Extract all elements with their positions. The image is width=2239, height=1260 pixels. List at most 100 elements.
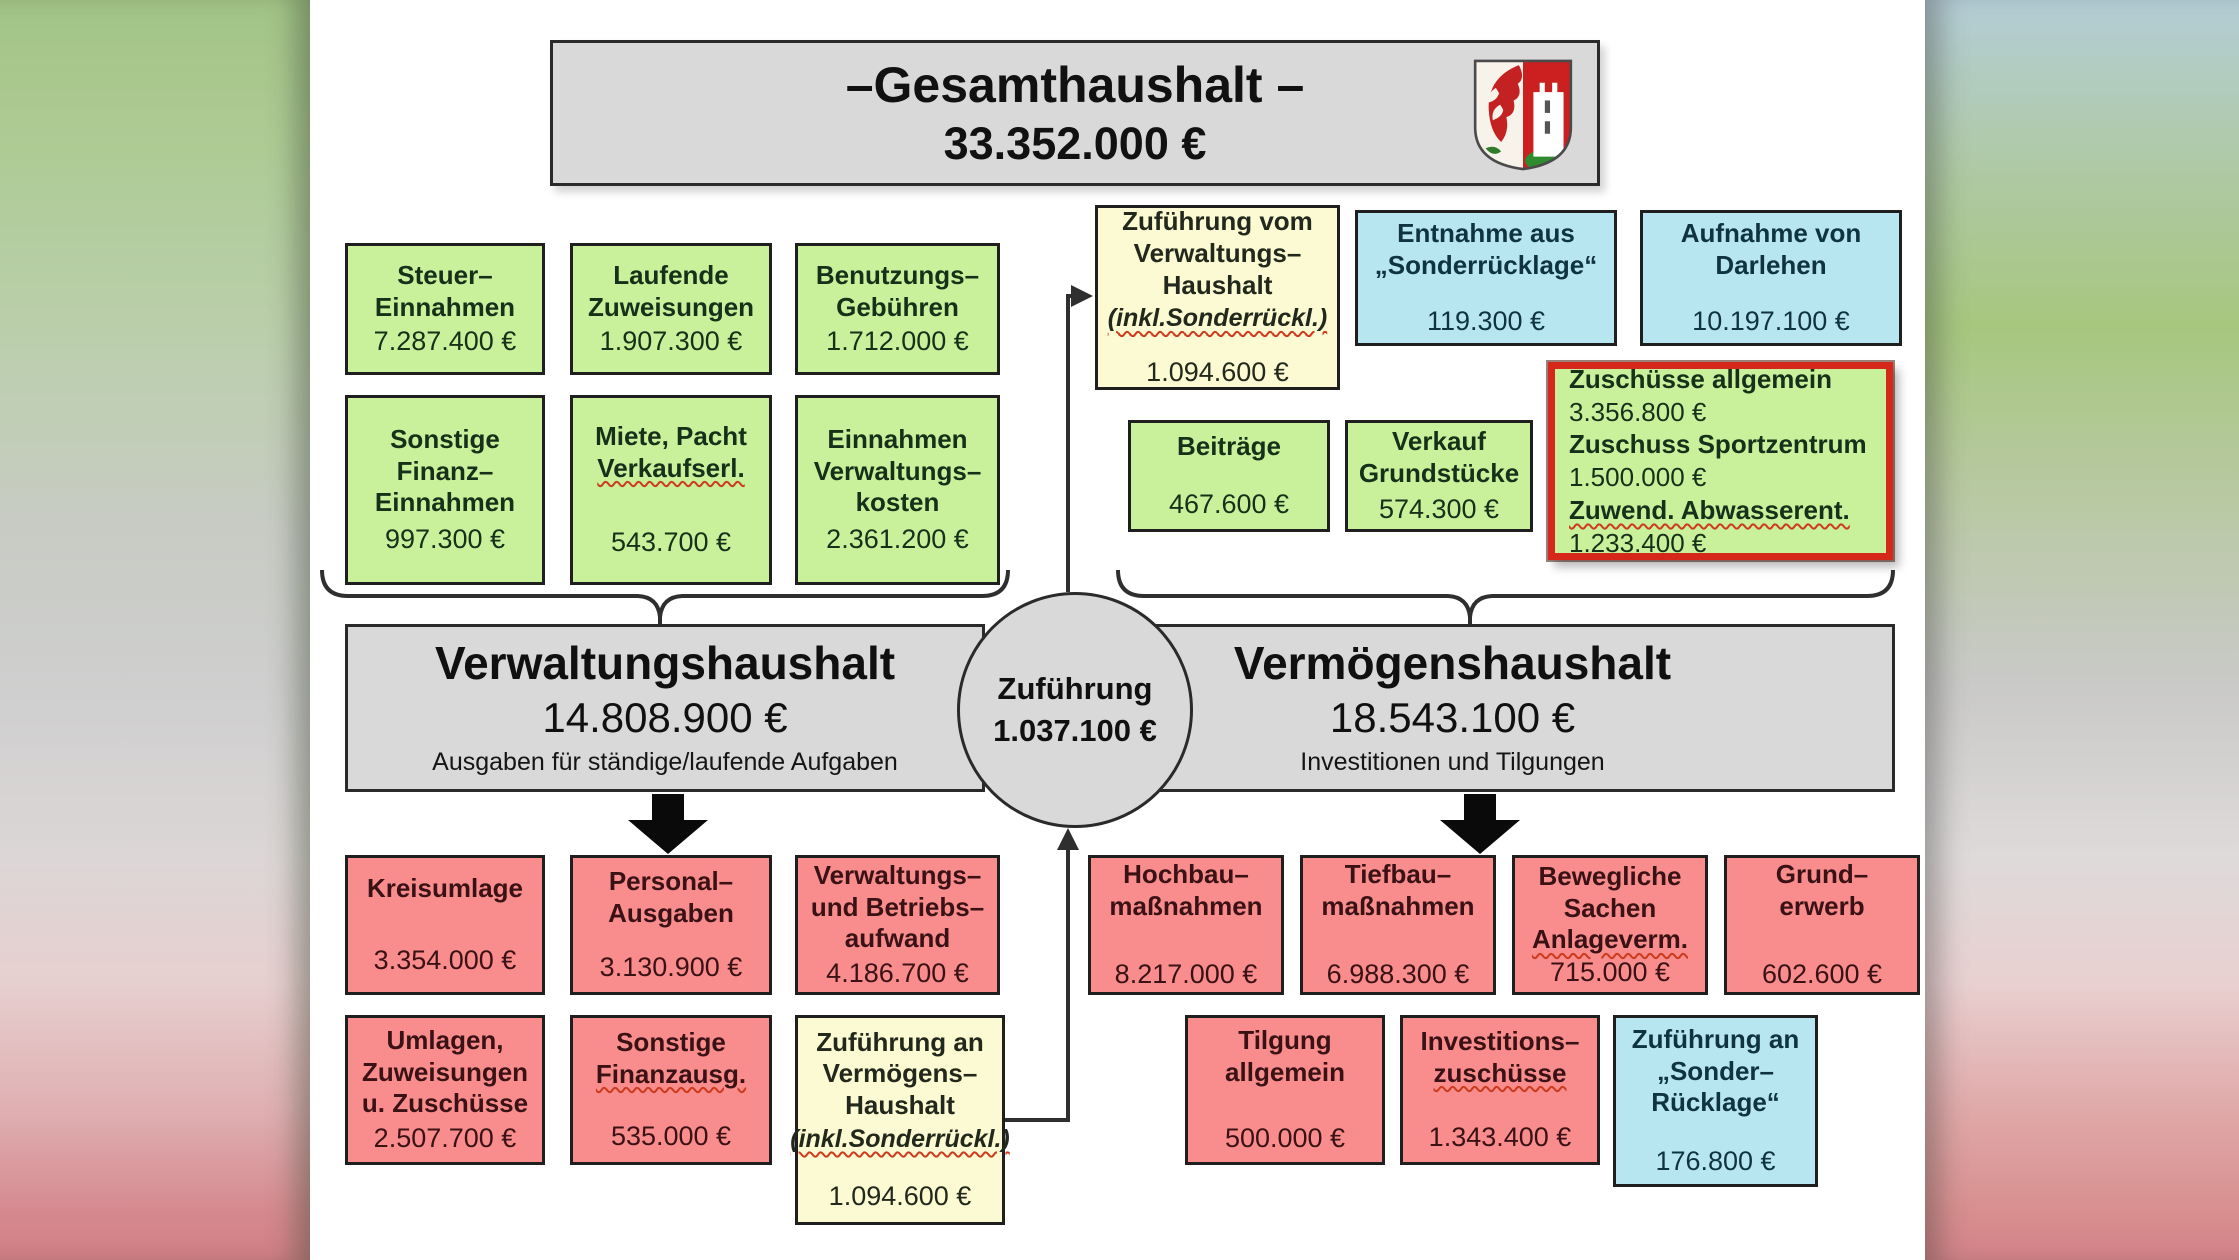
box-verkauf-grundstuecke: Verkauf Grundstücke 574.300 € [1345, 420, 1533, 532]
box-amount: 3.130.900 € [599, 952, 743, 983]
box-amount: 602.600 € [1761, 959, 1883, 990]
arrowhead-into-circle [1057, 828, 1079, 850]
tower [1533, 82, 1564, 157]
box-title: Laufende Zuweisungen [587, 259, 755, 322]
box-title-wavy: zuschüsse [1433, 1057, 1567, 1088]
box-title-wavy: Verkaufserl. [597, 452, 745, 483]
blurred-background-right [1925, 0, 2239, 1260]
box-amount: 715.000 € [1549, 957, 1671, 988]
box-amount: 535.000 € [610, 1121, 732, 1152]
box-amount: 3.354.000 € [373, 945, 517, 976]
box-title: Investitions– [1420, 1025, 1580, 1056]
box-title: Aufnahme von Darlehen [1680, 217, 1862, 280]
box-tiefbaumassnahmen: Tiefbau– maßnahmen 6.988.300 € [1300, 855, 1496, 995]
box-title: Zuführung an Vermögens– Haushalt [816, 1026, 984, 1121]
box-grunderwerb: Grund– erwerb 602.600 € [1724, 855, 1920, 995]
down-arrow-vermoegen [1440, 794, 1520, 854]
box-amount: 7.287.400 € [373, 326, 517, 357]
zufuehrung-circle: Zuführung 1.037.100 € [957, 592, 1193, 828]
eagle-wing [1488, 65, 1523, 143]
box-verwaltungs-betriebsaufwand: Verwaltungs– und Betriebs– aufwand 4.186… [795, 855, 1000, 995]
box-title: Zuführung an „Sonder– Rücklage“ [1631, 1023, 1800, 1118]
box-steuer-einnahmen: Steuer– Einnahmen 7.287.400 € [345, 243, 545, 375]
box-laufende-zuweisungen: Laufende Zuweisungen 1.907.300 € [570, 243, 772, 375]
box-beitraege: Beiträge 467.600 € [1128, 420, 1330, 532]
box-amount: 1.343.400 € [1428, 1122, 1572, 1153]
row-label: Zuschüsse allgemein [1569, 363, 1832, 394]
box-bewegliche-sachen: Bewegliche Sachen Anlageverm. 715.000 € [1512, 855, 1708, 995]
circle-title: Zuführung [997, 671, 1153, 707]
box-title: Verkauf Grundstücke [1358, 425, 1520, 488]
box-amount: 500.000 € [1224, 1123, 1346, 1154]
total-amount: 33.352.000 € [943, 118, 1207, 170]
box-title: Verwaltungs– und Betriebs– aufwand [810, 859, 985, 954]
box-amount: 8.217.000 € [1114, 959, 1258, 990]
gesamthaushalt-header: –Gesamthaushalt – 33.352.000 € [550, 40, 1600, 186]
box-title: Einnahmen Verwaltungs– kosten [813, 423, 982, 518]
row-label: Zuwend. Abwasserent. [1569, 494, 1850, 525]
box-note: (inkl.Sonderrückl.) [790, 1124, 1010, 1153]
box-amount: 543.700 € [610, 527, 732, 558]
box-umlagen-zuweisungen: Umlagen, Zuweisungen u. Zuschüsse 2.507.… [345, 1015, 545, 1165]
box-entnahme-sonderruecklage: Entnahme aus „Sonderrücklage“ 119.300 € [1355, 210, 1617, 346]
box-personal-ausgaben: Personal– Ausgaben 3.130.900 € [570, 855, 772, 995]
row-amount: 1.233.400 € [1569, 527, 1707, 558]
box-hochbaumassnahmen: Hochbau– maßnahmen 8.217.000 € [1088, 855, 1284, 995]
bar-subtitle: Ausgaben für ständige/laufende Aufgaben [432, 748, 898, 777]
box-title: Tiefbau– maßnahmen [1321, 858, 1475, 921]
arrowhead-into-yellow-box [1071, 285, 1093, 307]
box-title-wavy: Anlageverm. [1531, 924, 1689, 955]
box-aufnahme-darlehen: Aufnahme von Darlehen 10.197.100 € [1640, 210, 1902, 346]
box-title-wavy: Finanzausg. [595, 1058, 747, 1089]
box-zufuehrung-an-vermoegenshaushalt: Zuführung an Vermögens– Haushalt (inkl.S… [790, 1015, 1010, 1225]
box-zuschuesse-highlighted: Zuschüsse allgemein 3.356.800 € Zuschuss… [1548, 362, 1893, 560]
box-amount: 10.197.100 € [1692, 306, 1850, 337]
bar-title: Vermögenshaushalt [1233, 636, 1672, 689]
row-amount: 3.356.800 € [1569, 396, 1707, 427]
bar-verwaltungshaushalt: Verwaltungshaushalt 14.808.900 € Ausgabe… [345, 624, 985, 792]
green-sprig [1485, 146, 1502, 154]
box-title: Zuführung vom Verwaltungs– Haushalt [1122, 206, 1313, 300]
bar-subtitle: Investitionen und Tilgungen [1300, 748, 1605, 777]
connector-zufuehrung-top [1066, 294, 1080, 592]
box-title: Tilgung allgemein [1225, 1024, 1345, 1087]
box-title: Umlagen, Zuweisungen u. Zuschüsse [361, 1024, 529, 1119]
box-amount: 4.186.700 € [826, 958, 969, 989]
row-amount: 1.500.000 € [1569, 462, 1707, 492]
box-title: Benutzungs– Gebühren [815, 259, 980, 322]
box-title: Beiträge [1176, 430, 1282, 461]
box-miete-pacht: Miete, Pacht Verkaufserl. 543.700 € [570, 395, 772, 585]
blurred-background-left [0, 0, 310, 1260]
bar-amount: 18.543.100 € [1329, 693, 1576, 741]
box-title: Personal– Ausgaben [608, 865, 734, 928]
box-title: Steuer– Einnahmen [374, 259, 516, 322]
row-label: Zuschuss Sportzentrum [1569, 429, 1867, 460]
box-zufuehrung-vom-verwaltungshaushalt: Zuführung vom Verwaltungs– Haushalt (ink… [1095, 205, 1340, 390]
box-title: Miete, Pacht [595, 420, 747, 451]
box-amount: 1.907.300 € [599, 326, 743, 357]
box-amount: 2.507.700 € [373, 1123, 517, 1154]
box-sonstige-finanzausgaben: Sonstige Finanzausg. 535.000 € [570, 1015, 772, 1165]
box-amount: 6.988.300 € [1326, 959, 1470, 990]
box-tilgung-allgemein: Tilgung allgemein 500.000 € [1185, 1015, 1385, 1165]
bar-amount: 14.808.900 € [542, 693, 788, 741]
box-title: Bewegliche Sachen [1538, 860, 1682, 923]
box-kreisumlage: Kreisumlage 3.354.000 € [345, 855, 545, 995]
coat-of-arms-icon [1473, 59, 1573, 171]
circle-amount: 1.037.100 € [993, 713, 1157, 748]
box-amount: 997.300 € [384, 524, 506, 555]
page-title: –Gesamthaushalt – [845, 56, 1305, 113]
box-investitionszuschuesse: Investitions– zuschüsse 1.343.400 € [1400, 1015, 1600, 1165]
down-arrow-verwaltung [628, 794, 708, 854]
bar-title: Verwaltungshaushalt [434, 636, 896, 689]
box-note: (inkl.Sonderrückl.) [1107, 304, 1328, 333]
box-title: Kreisumlage [366, 872, 524, 903]
box-sonstige-finanzeinnahmen: Sonstige Finanz– Einnahmen 997.300 € [345, 395, 545, 585]
box-amount: 2.361.200 € [826, 524, 969, 555]
box-amount: 176.800 € [1655, 1146, 1776, 1177]
box-title: Sonstige Finanz– Einnahmen [374, 423, 516, 518]
box-title: Hochbau– maßnahmen [1109, 858, 1263, 921]
box-amount: 119.300 € [1426, 306, 1546, 337]
box-title: Sonstige [616, 1026, 726, 1057]
